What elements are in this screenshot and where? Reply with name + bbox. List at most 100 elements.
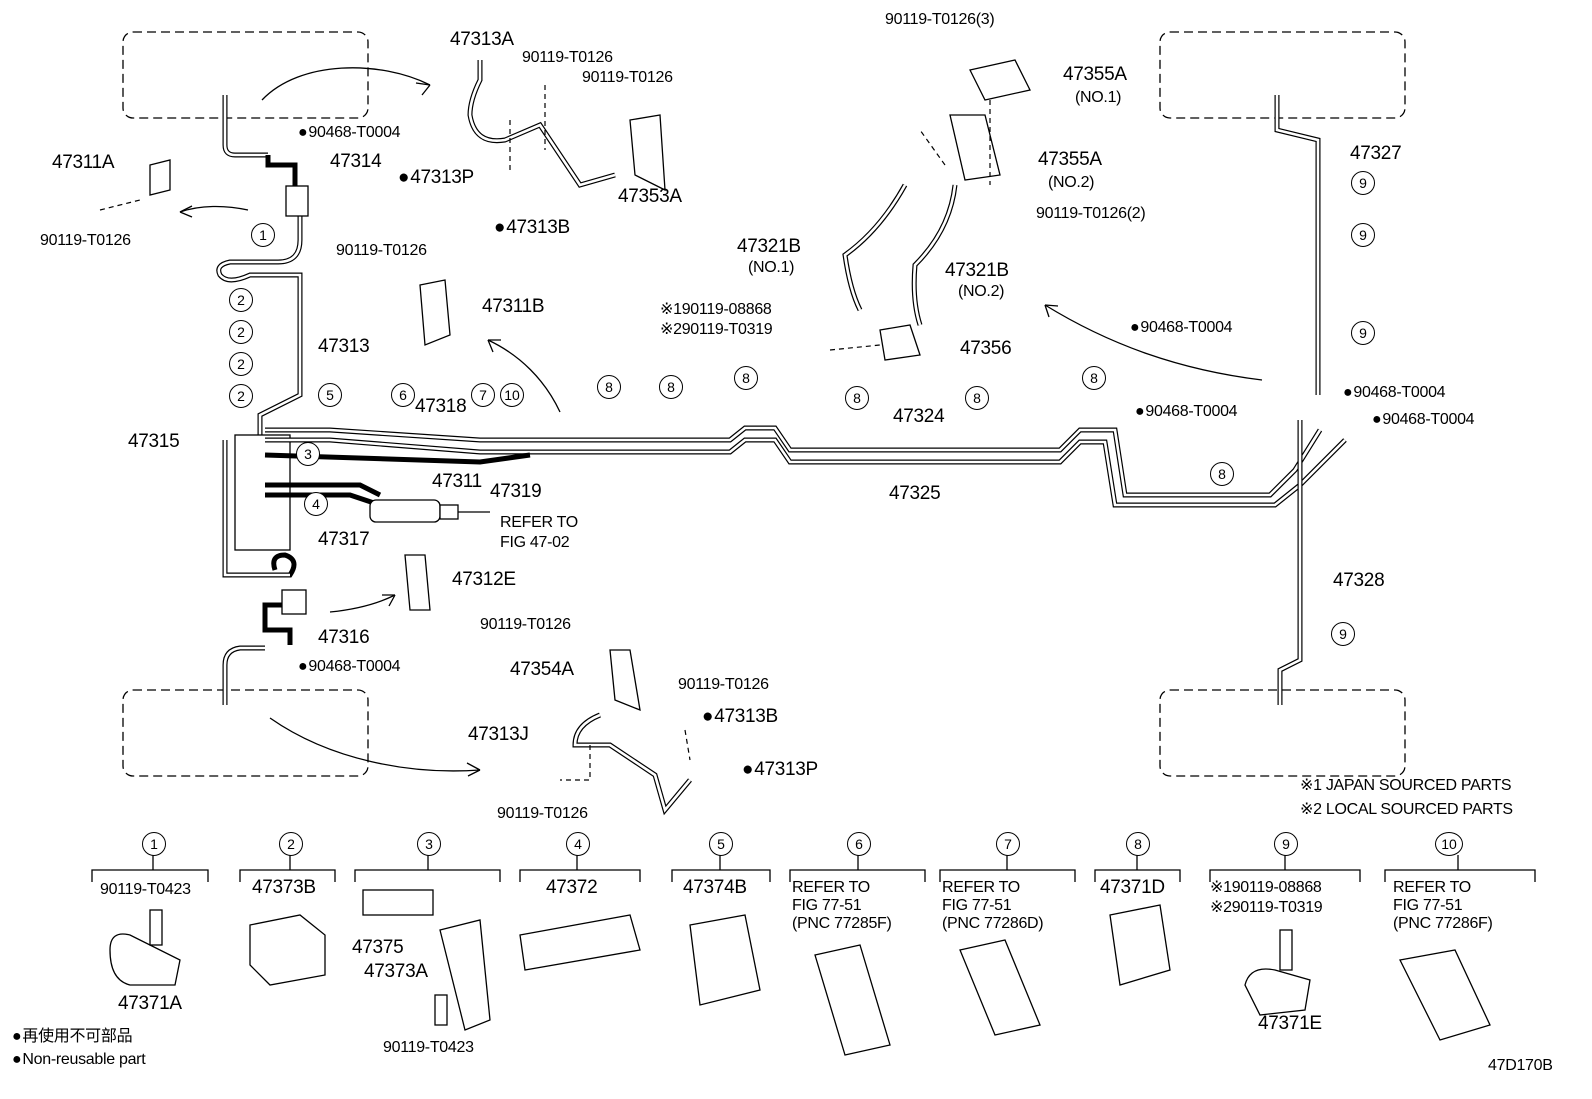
label-47311B: 47311B	[482, 296, 545, 317]
main-brake-lines	[264, 425, 1347, 508]
detail-1-part: 47371A	[118, 993, 182, 1014]
label-47354A: 47354A	[510, 659, 574, 680]
label-47321B-no1: 47321B	[737, 236, 801, 257]
label-no2-b: (NO.2)	[958, 283, 1005, 300]
label-47355A-no2: 47355A	[1038, 149, 1102, 170]
label-47313P-bottom: 47313P	[742, 760, 818, 779]
marker-5: 5	[318, 383, 342, 407]
marker-8-b: 8	[659, 375, 683, 399]
label-47318: 47318	[415, 396, 467, 417]
brackets	[149, 59, 1031, 712]
label-bolt-local: ※290119-T0319	[660, 321, 773, 338]
detail-5-part: 47374B	[683, 877, 747, 898]
master-cylinder	[369, 499, 490, 523]
detail-10-line-3: (PNC 77286F)	[1393, 915, 1493, 932]
label-47328: 47328	[1333, 570, 1385, 591]
marker-10: 10	[500, 383, 524, 407]
label-bolt-90119-t0126-f: 90119-T0126	[678, 676, 769, 693]
label-bolt-90119-t0126-e: 90119-T0126	[480, 616, 571, 633]
label-47356: 47356	[960, 338, 1012, 359]
marker-9-c: 9	[1351, 321, 1375, 345]
label-47317: 47317	[318, 529, 370, 550]
detail-9-bolt-japan: ※190119-08868	[1210, 879, 1322, 896]
front-right-wheel-area	[1159, 31, 1406, 119]
left-lines	[216, 95, 303, 705]
detail-6-number: 6	[847, 832, 871, 856]
label-clip-90468-t0004-f: 90468-T0004	[1372, 412, 1474, 428]
marker-8-f: 8	[1082, 366, 1106, 390]
detail-9-bolt-local: ※290119-T0319	[1210, 899, 1323, 916]
legend-japanese: 再使用不可部品	[12, 1029, 132, 1045]
label-47313B-bottom: 47313B	[702, 707, 778, 726]
label-clip-90468-t0004-e: 90468-T0004	[1135, 404, 1237, 420]
detail-2-number: 2	[279, 832, 303, 856]
dashed-leaders	[99, 85, 991, 781]
detail-9-number: 9	[1274, 832, 1298, 856]
note-local-sourced: ※2 LOCAL SOURCED PARTS	[1300, 801, 1513, 818]
detail-3-bolt: 90119-T0423	[383, 1039, 474, 1056]
marker-8-d: 8	[845, 386, 869, 410]
detail-6-line-3: (PNC 77285F)	[792, 915, 892, 932]
detail-1-number: 1	[142, 832, 166, 856]
label-no1-a: (NO.1)	[1075, 89, 1122, 106]
label-refer-to-a: REFER TO	[500, 514, 578, 531]
detail-2-part: 47373B	[252, 877, 316, 898]
label-47313: 47313	[318, 336, 370, 357]
marker-9-d: 9	[1331, 622, 1355, 646]
label-47327: 47327	[1350, 143, 1402, 164]
label-47316: 47316	[318, 627, 370, 648]
marker-2-c: 2	[229, 352, 253, 376]
label-clip-90468-t0004-b: 90468-T0004	[298, 659, 400, 675]
label-clip-90468-t0004-d: 90468-T0004	[1343, 385, 1445, 401]
marker-9-a: 9	[1351, 171, 1375, 195]
label-47319: 47319	[490, 481, 542, 502]
rear-connector	[281, 589, 307, 615]
label-47313A: 47313A	[450, 29, 514, 50]
detail-7-number: 7	[996, 832, 1020, 856]
label-47313B-top: 47313B	[494, 218, 570, 237]
detail-7-line-2: FIG 77-51	[942, 897, 1012, 914]
label-47314: 47314	[330, 151, 382, 172]
detail-brackets	[91, 855, 1536, 882]
detail-6-line-2: FIG 77-51	[792, 897, 862, 914]
marker-4: 4	[304, 492, 328, 516]
detail-7-line-1: REFER TO	[942, 879, 1020, 896]
marker-1: 1	[251, 223, 275, 247]
label-47321B-no2: 47321B	[945, 260, 1009, 281]
label-47311A: 47311A	[52, 152, 115, 173]
detail-3-part-a: 47375	[352, 937, 404, 958]
hoses	[467, 60, 958, 816]
note-japan-sourced: ※1 JAPAN SOURCED PARTS	[1300, 777, 1512, 794]
label-fig-47-02: FIG 47-02	[500, 534, 570, 551]
label-bolt-90119-t0126-c: 90119-T0126	[40, 232, 131, 249]
label-no1-b: (NO.1)	[748, 259, 795, 276]
front-left-wheel-area	[122, 31, 369, 119]
label-bolt-90119-t0126-b: 90119-T0126	[582, 69, 673, 86]
label-bolt-90119-t0126-a: 90119-T0126	[522, 49, 613, 66]
label-47324: 47324	[893, 406, 945, 427]
marker-2-b: 2	[229, 320, 253, 344]
marker-8-a: 8	[597, 375, 621, 399]
detail-4-number: 4	[566, 832, 590, 856]
detail-10-line-1: REFER TO	[1393, 879, 1471, 896]
rear-left-wheel-area	[122, 689, 369, 777]
label-no2-a: (NO.2)	[1048, 174, 1095, 191]
label-clip-90468-t0004-a: 90468-T0004	[298, 125, 400, 141]
label-47313P-top: 47313P	[398, 168, 474, 187]
marker-9-b: 9	[1351, 223, 1375, 247]
front-connector	[285, 185, 309, 217]
label-47355A-no1: 47355A	[1063, 64, 1127, 85]
label-bolt-japan: ※190119-08868	[660, 301, 772, 318]
label-clip-90468-t0004-c: 90468-T0004	[1130, 320, 1232, 336]
detail-4-part: 47372	[546, 877, 598, 898]
right-lines	[1274, 95, 1321, 705]
marker-6: 6	[391, 383, 415, 407]
detail-3-part-b: 47373A	[364, 961, 428, 982]
detail-10-number: 10	[1435, 832, 1463, 856]
marker-7: 7	[471, 383, 495, 407]
label-bolt-90119-t0126-d: 90119-T0126	[336, 242, 427, 259]
label-bolt-90119-t0126-3: 90119-T0126(3)	[885, 11, 995, 28]
detail-10-line-2: FIG 77-51	[1393, 897, 1463, 914]
